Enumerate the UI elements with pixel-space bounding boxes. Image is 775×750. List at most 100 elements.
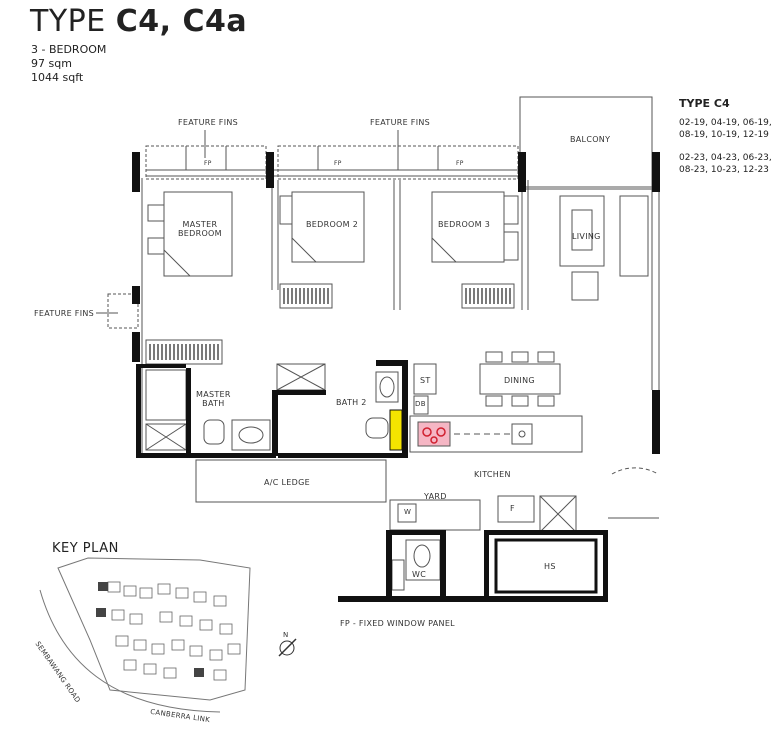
- wc-shower: [391, 559, 405, 591]
- title-prefix: TYPE: [30, 4, 106, 39]
- vanity: [231, 419, 271, 451]
- fp-label: FP: [456, 160, 464, 167]
- fp-note: FP - FIXED WINDOW PANEL: [340, 619, 455, 628]
- wardrobe: [461, 283, 515, 309]
- north-symbol: [279, 640, 295, 656]
- bedside-table: [503, 231, 519, 261]
- wall: [136, 364, 141, 458]
- highlight-bar: [389, 409, 403, 451]
- bedside-table: [147, 204, 165, 222]
- highlighted-block: [194, 668, 204, 677]
- column: [652, 390, 660, 454]
- column: [132, 286, 140, 304]
- column: [132, 332, 140, 362]
- bed-fold: [431, 237, 457, 263]
- wall: [386, 530, 446, 535]
- block: [143, 663, 157, 675]
- toilet: [365, 417, 389, 439]
- shower-x: [145, 423, 187, 451]
- block: [139, 587, 153, 599]
- unit-list-heading: TYPE C4: [679, 97, 730, 110]
- block: [159, 611, 173, 623]
- washer-label: W: [404, 508, 412, 516]
- north-arrow: [278, 638, 297, 657]
- highlighted-block: [96, 608, 106, 617]
- feature-fins-label-1: FEATURE FINS: [178, 118, 239, 127]
- feature-fins-label-3: FEATURE FINS: [34, 309, 95, 318]
- bed-3: [431, 191, 505, 263]
- bed-fold: [163, 249, 191, 277]
- dining-chair: [511, 395, 529, 407]
- wall: [386, 530, 392, 600]
- room-living: LIVING: [572, 232, 601, 241]
- dining-chair: [485, 351, 503, 363]
- vanity: [375, 371, 399, 403]
- fridge-label: F: [510, 504, 515, 513]
- block: [193, 591, 207, 603]
- dining-chair: [485, 395, 503, 407]
- block: [219, 623, 233, 635]
- bed-2: [291, 191, 365, 263]
- block: [115, 635, 129, 647]
- master-bed: [163, 191, 233, 277]
- sofa: [619, 195, 649, 277]
- wall: [484, 530, 608, 535]
- room-hs: HS: [544, 562, 556, 571]
- armchair: [571, 271, 599, 301]
- wardrobe-hangers: [465, 288, 511, 304]
- page-title: TYPE C4, C4a: [30, 4, 247, 39]
- dining-chair: [537, 351, 555, 363]
- db-box: [413, 395, 429, 415]
- room-bedroom-3: BEDROOM 3: [438, 220, 491, 229]
- unit-list-group1: 02-19, 04-19, 06-19, 08-19, 10-19, 12-19: [679, 118, 772, 140]
- feature-fin-left: [107, 293, 139, 329]
- block: [209, 649, 223, 661]
- fp-label: FP: [334, 160, 342, 167]
- wall: [484, 530, 489, 598]
- hob-burner: [422, 427, 432, 437]
- room-bath-2: BATH 2: [336, 398, 367, 407]
- sink: [511, 423, 533, 445]
- bedside-table: [147, 237, 165, 255]
- wall: [278, 390, 326, 395]
- room-master-bath: MASTER BATH: [196, 390, 231, 408]
- room-wc: WC: [412, 570, 427, 579]
- ac-ledge: [195, 459, 387, 503]
- basin: [379, 376, 395, 398]
- block: [189, 645, 203, 657]
- hs-box: [494, 538, 598, 594]
- wc-toilet: [413, 544, 431, 568]
- area-sqft: 1044 sqft: [31, 71, 84, 84]
- door-swing: [611, 467, 659, 475]
- feature-fins-label-2: FEATURE FINS: [370, 118, 431, 127]
- wall: [376, 360, 408, 366]
- block: [213, 669, 227, 681]
- road-edge: [39, 589, 221, 713]
- wall: [186, 368, 191, 456]
- wardrobe-hangers: [283, 288, 329, 304]
- db-label: DB: [415, 400, 426, 408]
- toilet: [203, 419, 225, 445]
- shower-x: [276, 363, 326, 391]
- key-plan: [39, 557, 297, 713]
- block: [111, 609, 125, 621]
- wall: [278, 453, 408, 458]
- wardrobe-hangers: [149, 344, 219, 360]
- st-label: ST: [420, 376, 431, 385]
- block: [123, 659, 137, 671]
- highlighted-block: [98, 582, 108, 591]
- block: [157, 583, 171, 595]
- bed-fold: [291, 237, 317, 263]
- unit-list-group2: 02-23, 04-23, 06-23, 08-23, 10-23, 12-23: [679, 153, 772, 175]
- sink-drain: [518, 430, 526, 438]
- block: [107, 581, 121, 593]
- column: [266, 152, 274, 188]
- dining-chair: [511, 351, 529, 363]
- room-yard: YARD: [424, 492, 447, 501]
- hob-burner: [436, 427, 446, 437]
- area-sqm: 97 sqm: [31, 57, 72, 70]
- block: [171, 639, 185, 651]
- block: [213, 595, 227, 607]
- bedside-table: [279, 195, 293, 225]
- column: [652, 152, 660, 192]
